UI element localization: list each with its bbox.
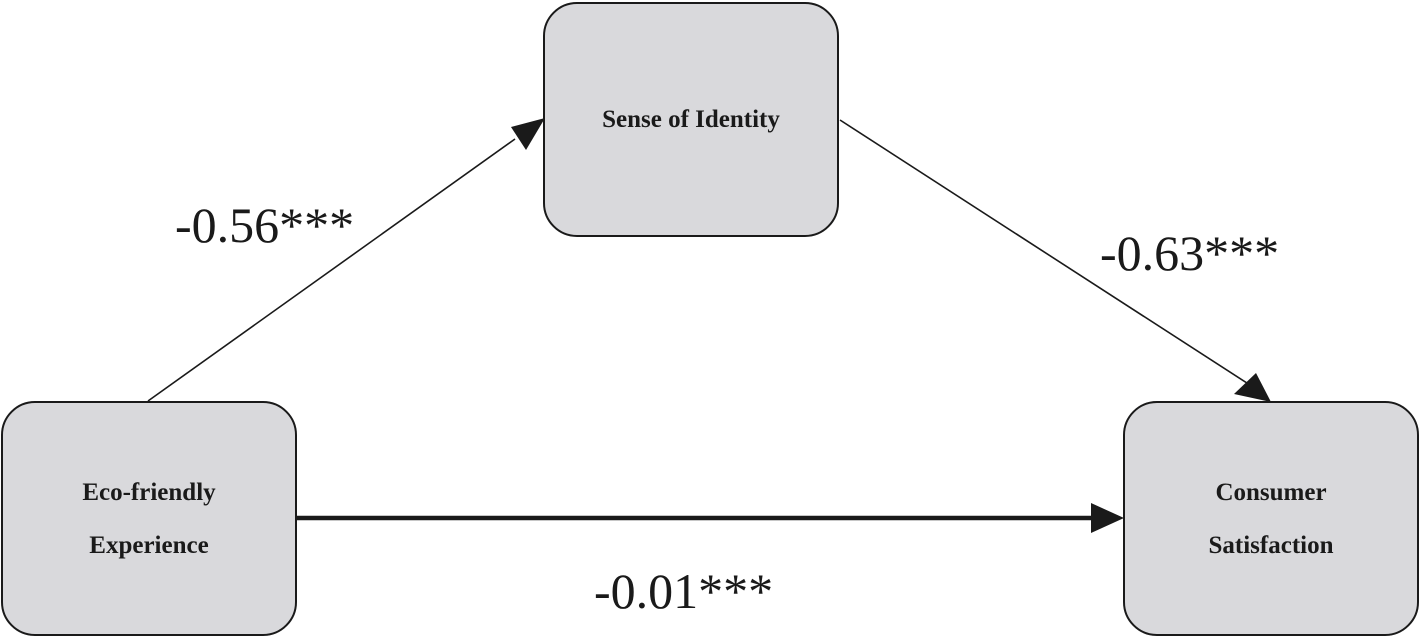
arrowhead-eco-to-satisfaction: [1091, 503, 1124, 533]
node-eco-friendly-experience: Eco-friendly Experience: [1, 401, 297, 636]
node-label-line: Satisfaction: [1208, 531, 1334, 559]
coefficient-eco-to-satisfaction: -0.01***: [594, 563, 774, 619]
arrow-eco-to-identity: [147, 138, 516, 402]
node-label-line: Consumer: [1215, 478, 1327, 506]
node-sense-of-identity: Sense of Identity: [543, 2, 839, 237]
node-label-line: Experience: [89, 531, 209, 559]
node-label-line: Eco-friendly: [82, 478, 216, 506]
node-consumer-satisfaction: Consumer Satisfaction: [1123, 401, 1419, 636]
arrow-identity-to-satisfaction: [839, 119, 1251, 386]
coefficient-identity-to-satisfaction: -0.63***: [1100, 225, 1280, 281]
arrowhead-identity-to-satisfaction: [1234, 373, 1271, 402]
coefficient-eco-to-identity: -0.56***: [175, 197, 355, 253]
arrowhead-eco-to-identity: [511, 118, 545, 150]
node-label-line: Sense of Identity: [602, 106, 780, 133]
